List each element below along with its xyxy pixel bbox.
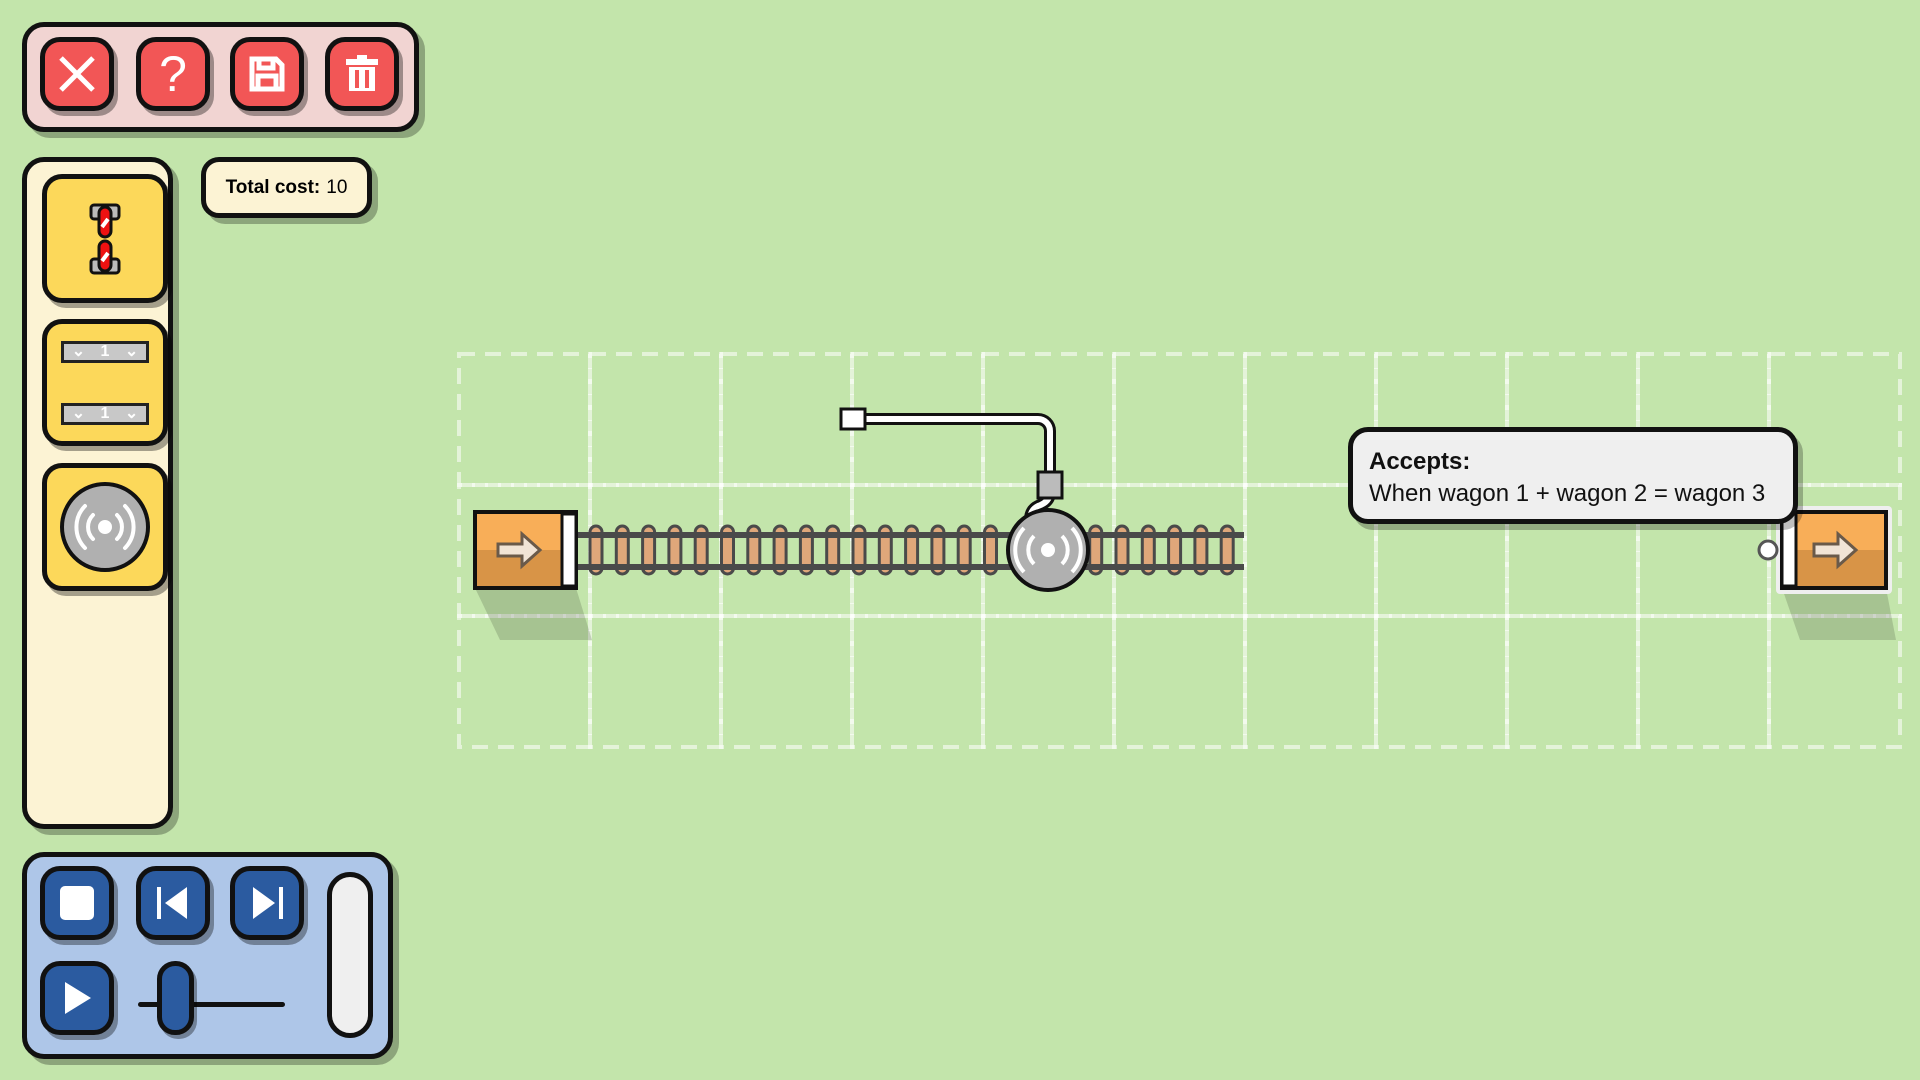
arrow-right-icon [1812,530,1859,570]
grid-cell[interactable] [457,614,592,749]
source-shadow [475,588,592,640]
save-button[interactable] [230,37,304,111]
grid-cell[interactable] [588,352,723,487]
grid-cell[interactable] [1505,614,1640,749]
question-icon: ? [159,46,187,102]
tooltip-text: When wagon 1 + wagon 2 = wagon 3 [1369,480,1766,507]
grid-cell[interactable] [1767,614,1902,749]
sensor[interactable] [1006,508,1090,592]
step-back-icon [157,887,187,919]
help-button[interactable]: ? [136,37,210,111]
grid-cell[interactable] [588,614,723,749]
grid-cell[interactable] [981,614,1116,749]
tooltip-title: Accepts: [1369,448,1471,475]
grid-cell[interactable] [850,614,985,749]
cable-plug-icon [839,407,867,431]
grid-cell[interactable] [1374,614,1509,749]
sensor-cable[interactable] [839,407,1064,521]
speed-slider-track[interactable] [138,1002,285,1007]
selector-bottom: ⌄1⌄ [61,402,149,425]
sink-shadow [1782,588,1896,640]
stop-button[interactable] [40,866,114,940]
track[interactable] [576,524,1244,576]
step-back-button[interactable] [136,866,210,940]
grid-cell[interactable] [1636,614,1771,749]
palette-item-sensor[interactable] [42,463,168,591]
trash-icon [346,55,378,91]
step-forward-icon [253,887,283,919]
wagon-queue-bar[interactable] [327,872,373,1038]
parts-palette: ⌄1⌄ ⌄1⌄ [22,157,173,829]
stop-icon [60,886,94,920]
wagon-source[interactable] [473,510,578,590]
grid-cell[interactable] [1112,614,1247,749]
accepts-tooltip: Accepts: When wagon 1 + wagon 2 = wagon … [1348,427,1798,524]
grid-cell[interactable] [1112,352,1247,487]
chevron-down-icon: ⌄ [71,342,86,360]
playback-controls [22,852,393,1059]
grid-cell[interactable] [1243,614,1378,749]
play-button[interactable] [40,961,114,1035]
play-icon [65,982,91,1014]
total-cost: Total cost:10 [201,157,372,218]
chevron-down-icon: ⌄ [124,342,139,360]
chevron-down-icon: ⌄ [124,404,139,422]
delete-button[interactable] [325,37,399,111]
arrow-right-icon [496,530,543,570]
wagon-sink[interactable] [1757,506,1892,594]
grid-cell[interactable] [457,352,592,487]
close-button[interactable] [40,37,114,111]
top-toolbar: ? [22,22,419,132]
cost-label: Total cost: [225,176,321,198]
grid-cell[interactable] [719,614,854,749]
speed-slider-knob[interactable] [156,961,194,1035]
save-icon [249,56,285,92]
grid-cell[interactable] [719,352,854,487]
step-forward-button[interactable] [230,866,304,940]
barrier-icon [89,203,121,274]
close-icon [59,56,95,92]
cost-value: 10 [326,176,348,198]
palette-item-barrier[interactable] [42,174,168,303]
selector-top: ⌄1⌄ [61,340,149,363]
palette-item-selector[interactable]: ⌄1⌄ ⌄1⌄ [42,319,168,446]
sensor-icon [60,482,150,572]
chevron-down-icon: ⌄ [71,404,86,422]
